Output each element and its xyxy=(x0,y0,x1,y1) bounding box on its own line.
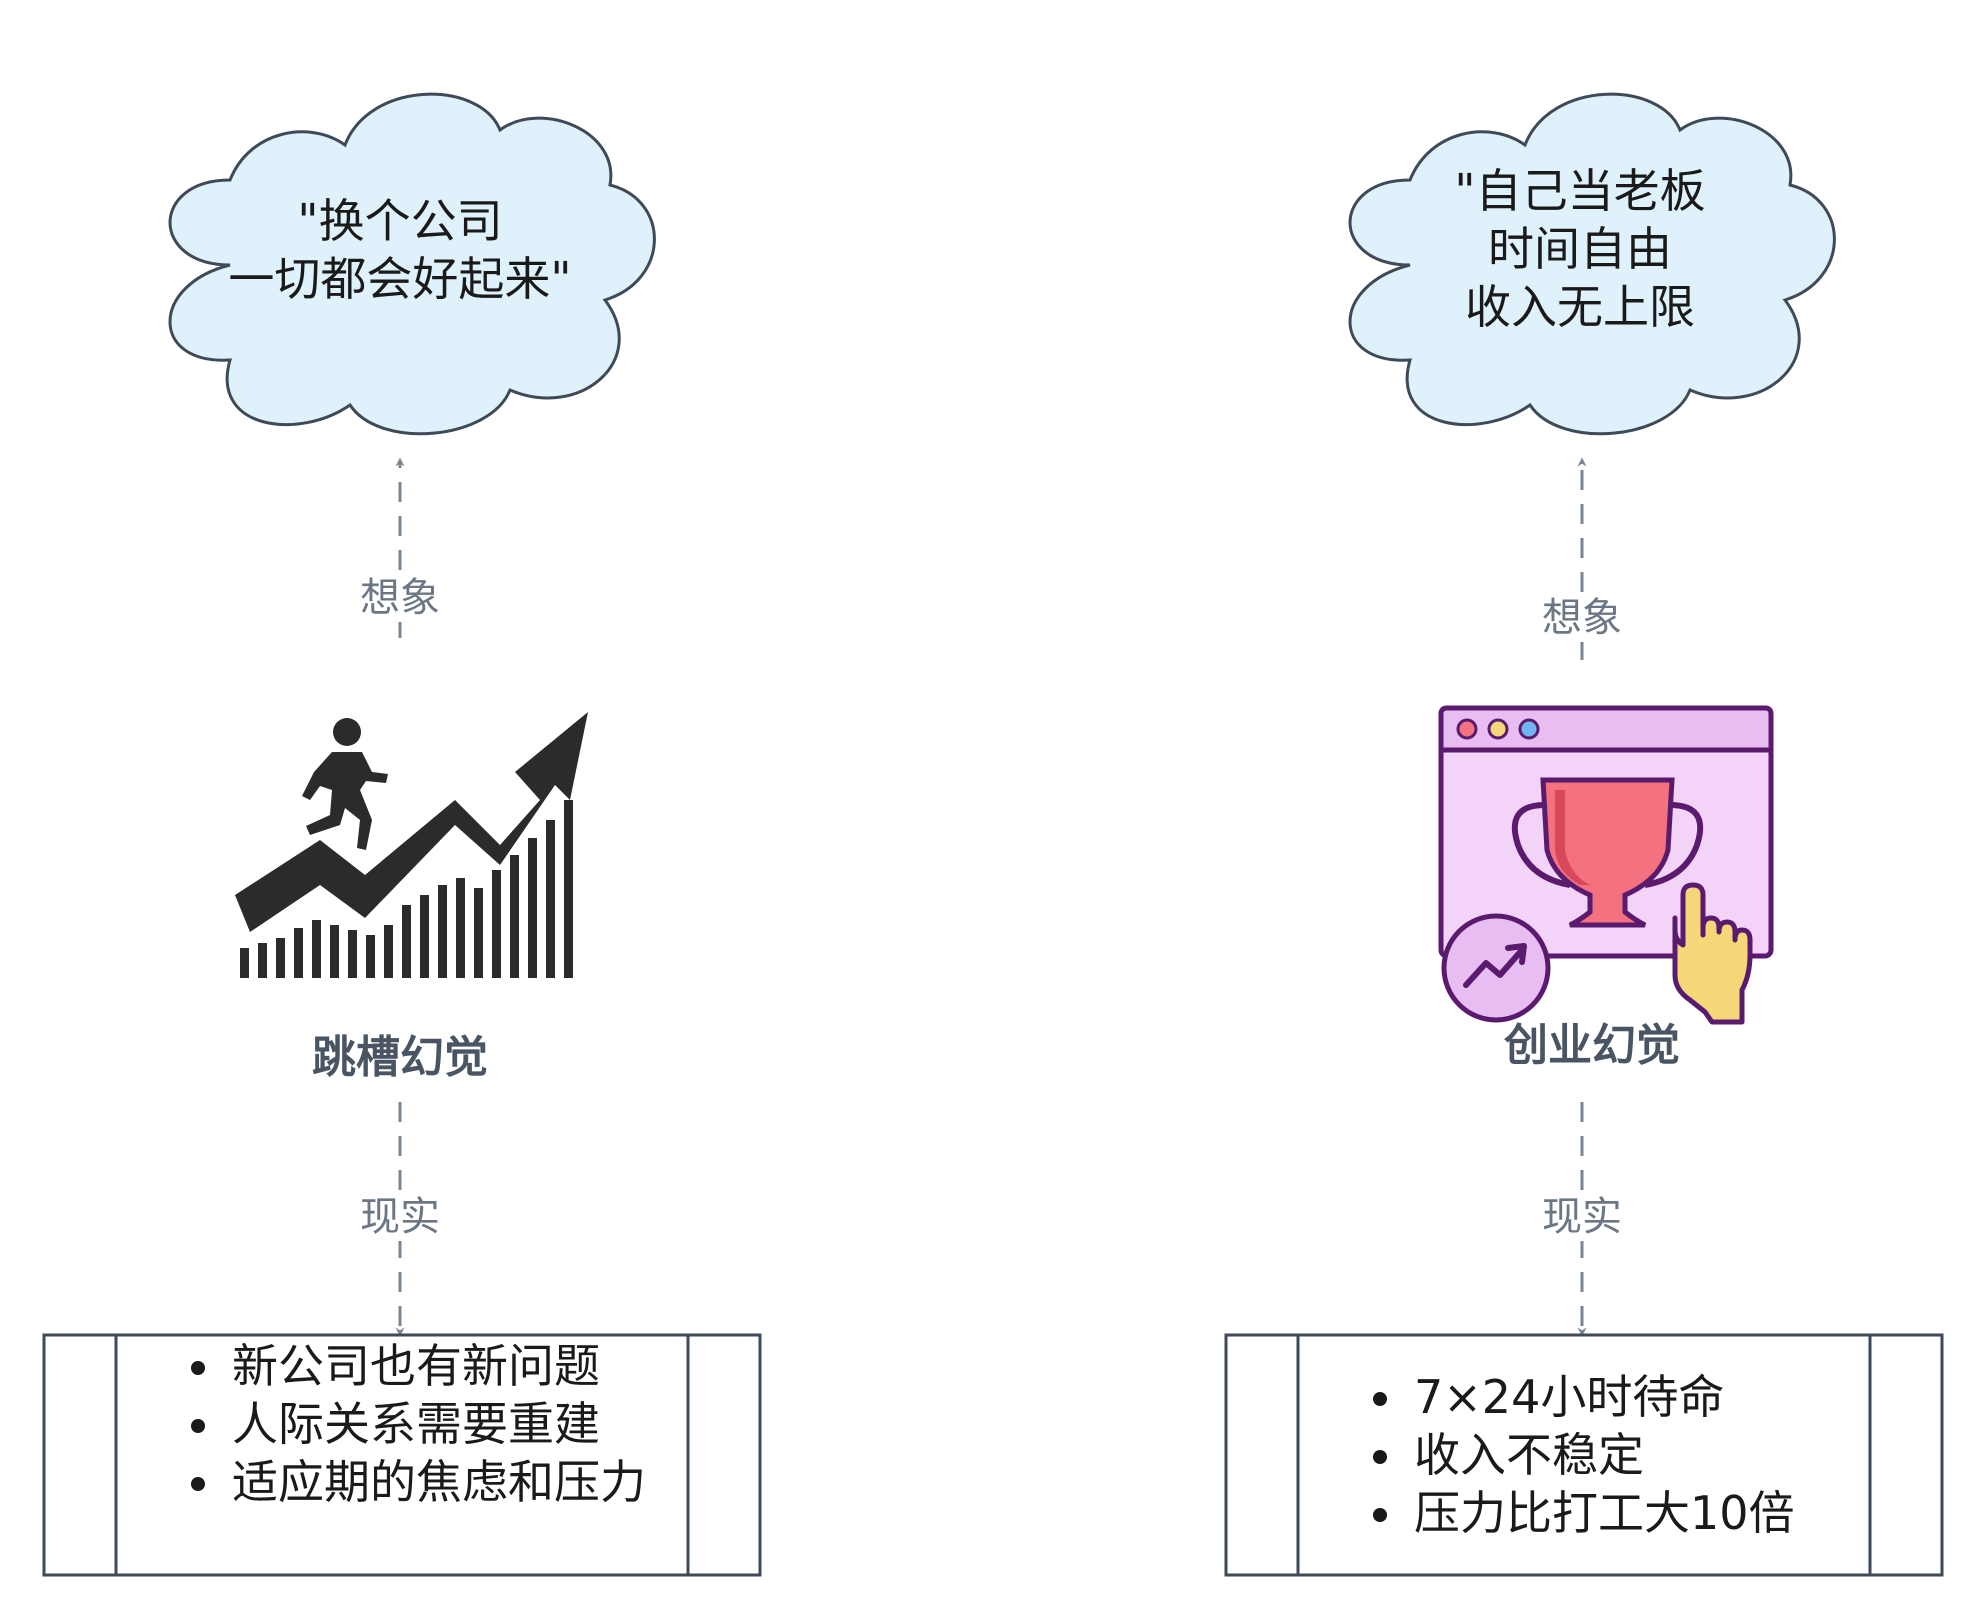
left-cloud-line-2: 一切都会好起来" xyxy=(228,252,572,306)
right-cloud-line-1: "自己当老板 xyxy=(1454,164,1706,218)
list-item: 适应期的焦虑和压力 xyxy=(226,1453,746,1511)
list-item: 新公司也有新问题 xyxy=(226,1337,746,1395)
left-cloud-text: "换个公司 一切都会好起来" xyxy=(200,192,600,308)
left-imagination-cloud xyxy=(168,92,656,436)
trophy-browser-window-icon xyxy=(1438,705,1774,1025)
right-cloud-line-2: 时间自由 xyxy=(1488,222,1672,276)
left-title: 跳槽幻觉 xyxy=(312,1032,488,1083)
right-cloud-text: "自己当老板 时间自由 收入无上限 xyxy=(1380,162,1780,336)
list-item: 收入不稳定 xyxy=(1408,1426,1968,1484)
right-imagine-label: 想象 xyxy=(1512,594,1652,642)
list-item: 人际关系需要重建 xyxy=(226,1395,746,1453)
list-item: 压力比打工大10倍 xyxy=(1408,1484,1968,1542)
right-reality-box xyxy=(1224,1333,1944,1577)
right-cloud-line-3: 收入无上限 xyxy=(1465,280,1695,334)
left-cloud-line-1: "换个公司 xyxy=(297,194,503,248)
left-imagine-label: 想象 xyxy=(330,574,470,622)
right-title: 创业幻觉 xyxy=(1504,1020,1680,1071)
list-item: 7×24小时待命 xyxy=(1408,1368,1968,1426)
right-reality-list: 7×24小时待命 收入不稳定 压力比打工大10倍 xyxy=(1342,1368,1968,1542)
left-reality-list: 新公司也有新问题 人际关系需要重建 适应期的焦虑和压力 xyxy=(160,1337,746,1511)
left-reality-box xyxy=(42,1333,762,1577)
right-reality-label: 现实 xyxy=(1512,1193,1652,1241)
running-up-growth-chart-icon xyxy=(235,712,588,978)
left-reality-label: 现实 xyxy=(330,1193,470,1241)
right-imagination-cloud xyxy=(1348,92,1836,436)
